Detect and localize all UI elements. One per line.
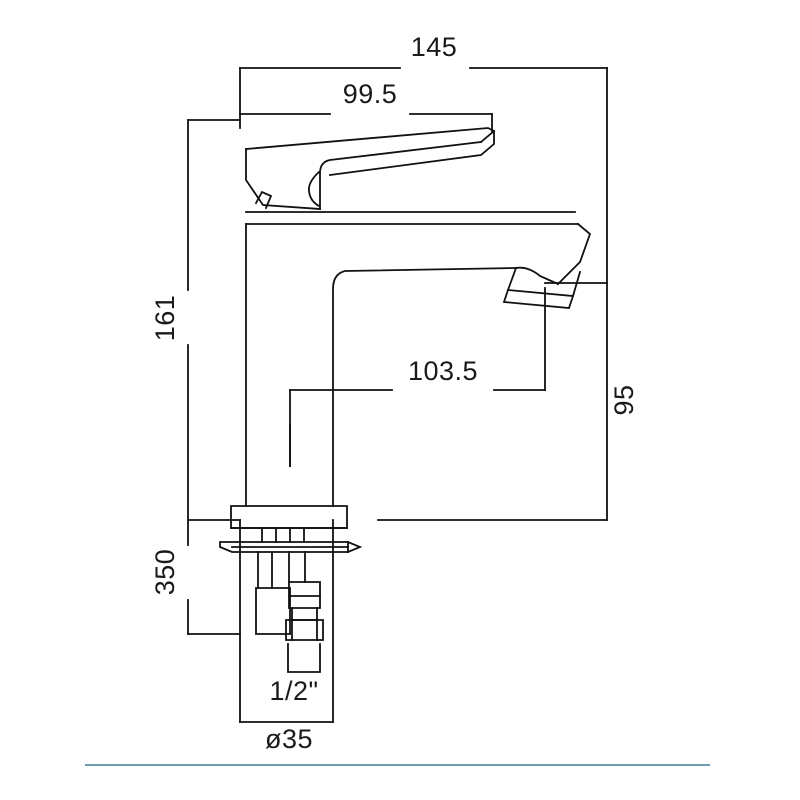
callout-thread-size-label: 1/2" (269, 676, 318, 706)
dimension-161-label: 161 (150, 295, 180, 342)
dimension-99-5-label: 99.5 (343, 79, 398, 109)
mounting-flange (230, 505, 348, 529)
bottom-callout-box (239, 519, 334, 723)
callout-hole-diameter-label: ø35 (265, 724, 313, 754)
faucet-lever-handle (245, 127, 576, 213)
dimension-line-145 (239, 67, 608, 521)
faucet-spout-body (245, 222, 592, 507)
threaded-studs (261, 527, 305, 543)
coupling-nut-assembly (285, 581, 324, 641)
dimension-350-label: 350 (150, 549, 180, 596)
dimension-line-350 (187, 519, 241, 635)
supply-tail-left (257, 551, 273, 589)
dimension-95-label: 95 (609, 384, 639, 415)
connector-block-left (255, 587, 291, 635)
seal-washer (219, 541, 363, 553)
spout-aerator-outlet (502, 266, 582, 309)
dimension-145-label: 145 (411, 32, 458, 62)
dimension-line-161 (187, 119, 241, 521)
dimension-103-5-label: 103.5 (408, 356, 478, 386)
supply-tail-right (288, 551, 306, 583)
dimension-line-99-5 (239, 113, 493, 132)
thread-callout-bracket (287, 643, 321, 673)
